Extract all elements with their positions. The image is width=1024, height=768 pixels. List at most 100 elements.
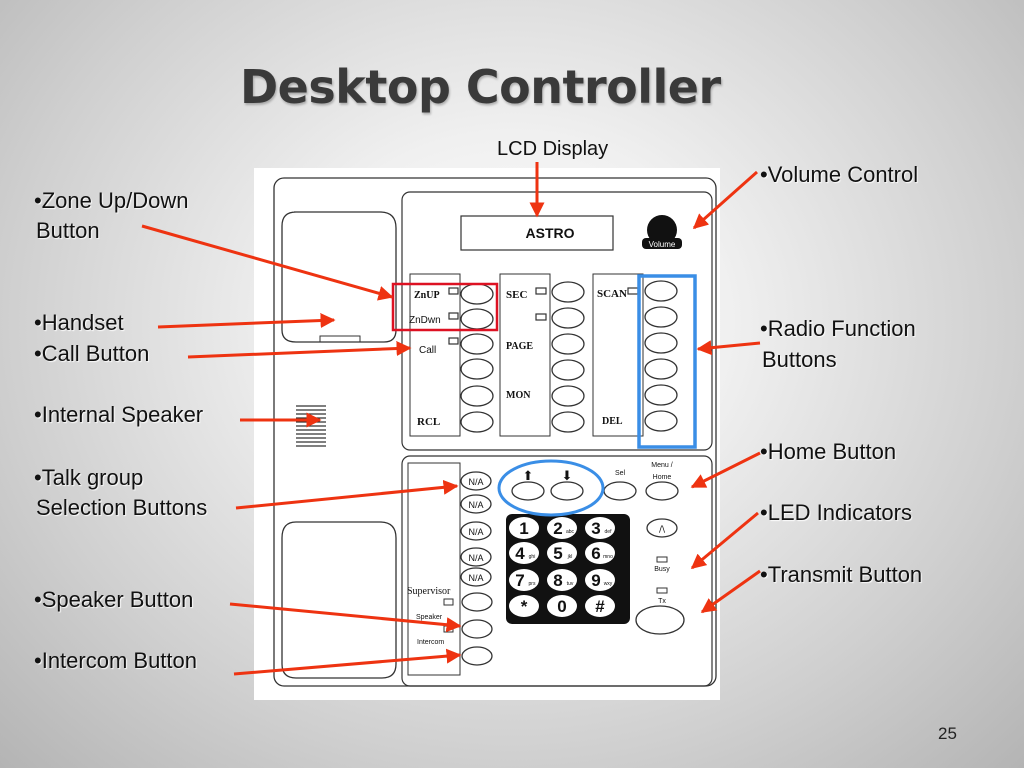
speaker-text: Speaker	[416, 614, 443, 621]
radio-function-button-4[interactable]	[644, 358, 678, 380]
upper-panel	[401, 191, 713, 451]
rcl-button[interactable]	[460, 411, 494, 433]
volume-arrow	[692, 170, 758, 230]
sel-button[interactable]	[603, 481, 637, 501]
keypad-key-7[interactable]	[509, 569, 539, 591]
keypad-key-sublabel: jkl	[567, 554, 573, 560]
column1-buttons[interactable]	[460, 283, 494, 433]
keypad-key-8[interactable]	[547, 569, 577, 591]
keypad-key-label: 6	[591, 544, 600, 563]
column2-button-6[interactable]	[551, 411, 585, 433]
column1-button-5[interactable]	[460, 385, 494, 407]
column2-button-4[interactable]	[551, 359, 585, 381]
handset-label: •Handset	[34, 310, 124, 335]
na-text-5: N/A	[468, 573, 483, 583]
keypad-key-1[interactable]	[509, 517, 539, 539]
intercom-button[interactable]	[461, 646, 493, 666]
talkgroup-buttons[interactable]	[460, 471, 492, 587]
callout-arrows	[141, 162, 761, 676]
up-button[interactable]	[511, 481, 545, 501]
radio-function-button-5[interactable]	[644, 384, 678, 406]
tx-led	[656, 587, 668, 594]
keypad-key-label: *	[521, 597, 528, 616]
keypad-key-label: #	[595, 597, 605, 616]
page-text: PAGE	[506, 341, 533, 352]
talkgroup-button-1[interactable]	[460, 471, 492, 491]
menu-home-text-2: Home	[653, 474, 672, 481]
scan-button[interactable]	[644, 280, 678, 302]
sec-led	[535, 287, 547, 295]
keypad-key-4[interactable]	[509, 542, 539, 564]
keypad-key-0[interactable]	[547, 595, 577, 617]
talkgroup-button-2[interactable]	[460, 494, 492, 514]
caret-button[interactable]	[646, 518, 678, 538]
lcd-display-label: LCD Display	[497, 138, 609, 160]
lcd-text: ASTRO	[526, 225, 575, 241]
speaker-led	[443, 598, 454, 606]
rcl-text: RCL	[417, 416, 440, 428]
supervisor-button[interactable]	[461, 592, 493, 612]
mon-text: MON	[506, 390, 531, 401]
keypad-key-3[interactable]	[585, 517, 615, 539]
zndwn-led	[448, 312, 459, 320]
zone-up-button[interactable]	[460, 283, 494, 305]
radio-function-highlight-box	[637, 274, 697, 449]
radio-function-buttons[interactable]	[644, 280, 678, 432]
intercom-text: Intercom	[417, 639, 444, 646]
talkgroup-button-4[interactable]	[460, 547, 492, 567]
down-button[interactable]	[550, 481, 584, 501]
radio-function-button-2[interactable]	[644, 306, 678, 328]
del-button[interactable]	[644, 410, 678, 432]
na-text-1: N/A	[468, 477, 483, 487]
handset-hook	[319, 335, 361, 343]
talkgroup-subpanel	[407, 462, 461, 676]
transmit-button-label: •Transmit Button	[760, 562, 923, 587]
volume-knob[interactable]	[647, 215, 677, 245]
call-button[interactable]	[460, 333, 494, 355]
radio-function-label-line1: •Radio Function	[760, 316, 916, 341]
keypad-key-9[interactable]	[585, 569, 615, 591]
home-button-label: •Home Button	[760, 439, 897, 464]
sec-led-2	[535, 313, 547, 321]
keypad-key-star[interactable]	[509, 595, 539, 617]
supervisor-text: Supervisor	[407, 586, 451, 597]
zone-down-button[interactable]	[460, 308, 494, 330]
menu-home-button[interactable]	[645, 481, 679, 501]
transmit-button[interactable]	[635, 605, 685, 635]
keypad-key-6[interactable]	[585, 542, 615, 564]
del-text: DEL	[602, 416, 623, 427]
keypad-key-label: 8	[553, 571, 562, 590]
speaker-button[interactable]	[461, 619, 493, 639]
keypad-key-sublabel: ghi	[529, 554, 536, 560]
keypad-key-label: 2	[553, 519, 562, 538]
led-indicators-label: •LED Indicators	[760, 500, 912, 525]
speaker-arrow	[229, 602, 462, 633]
keypad-key-5[interactable]	[547, 542, 577, 564]
led-arrow	[690, 511, 759, 570]
volume-knob-base	[642, 238, 682, 249]
page-button[interactable]	[551, 333, 585, 355]
keypad-key-2[interactable]	[547, 517, 577, 539]
keypad-key-label: 3	[591, 519, 600, 538]
updown-highlight-circle	[497, 459, 605, 517]
keypad-key-label: 4	[515, 544, 525, 563]
lower-panel	[401, 455, 713, 687]
keypad-key-hash[interactable]	[585, 595, 615, 617]
column1-button-4[interactable]	[460, 358, 494, 380]
handset-cradle-top	[281, 211, 397, 343]
scan-text: SCAN	[597, 288, 627, 300]
keypad-key-sublabel: tuv	[567, 581, 574, 587]
column2-buttons[interactable]	[551, 281, 585, 433]
column2-button-2[interactable]	[551, 307, 585, 329]
call-button-label: •Call Button	[34, 341, 150, 366]
radio-function-button-3[interactable]	[644, 332, 678, 354]
keypad-key-label: 9	[591, 571, 600, 590]
talkgroup-button-5[interactable]	[460, 567, 492, 587]
mon-button[interactable]	[551, 385, 585, 407]
talkgroup-button-3[interactable]	[460, 521, 492, 541]
keypad-key-label: 0	[557, 597, 566, 616]
sec-button[interactable]	[551, 281, 585, 303]
znup-led	[448, 287, 459, 295]
